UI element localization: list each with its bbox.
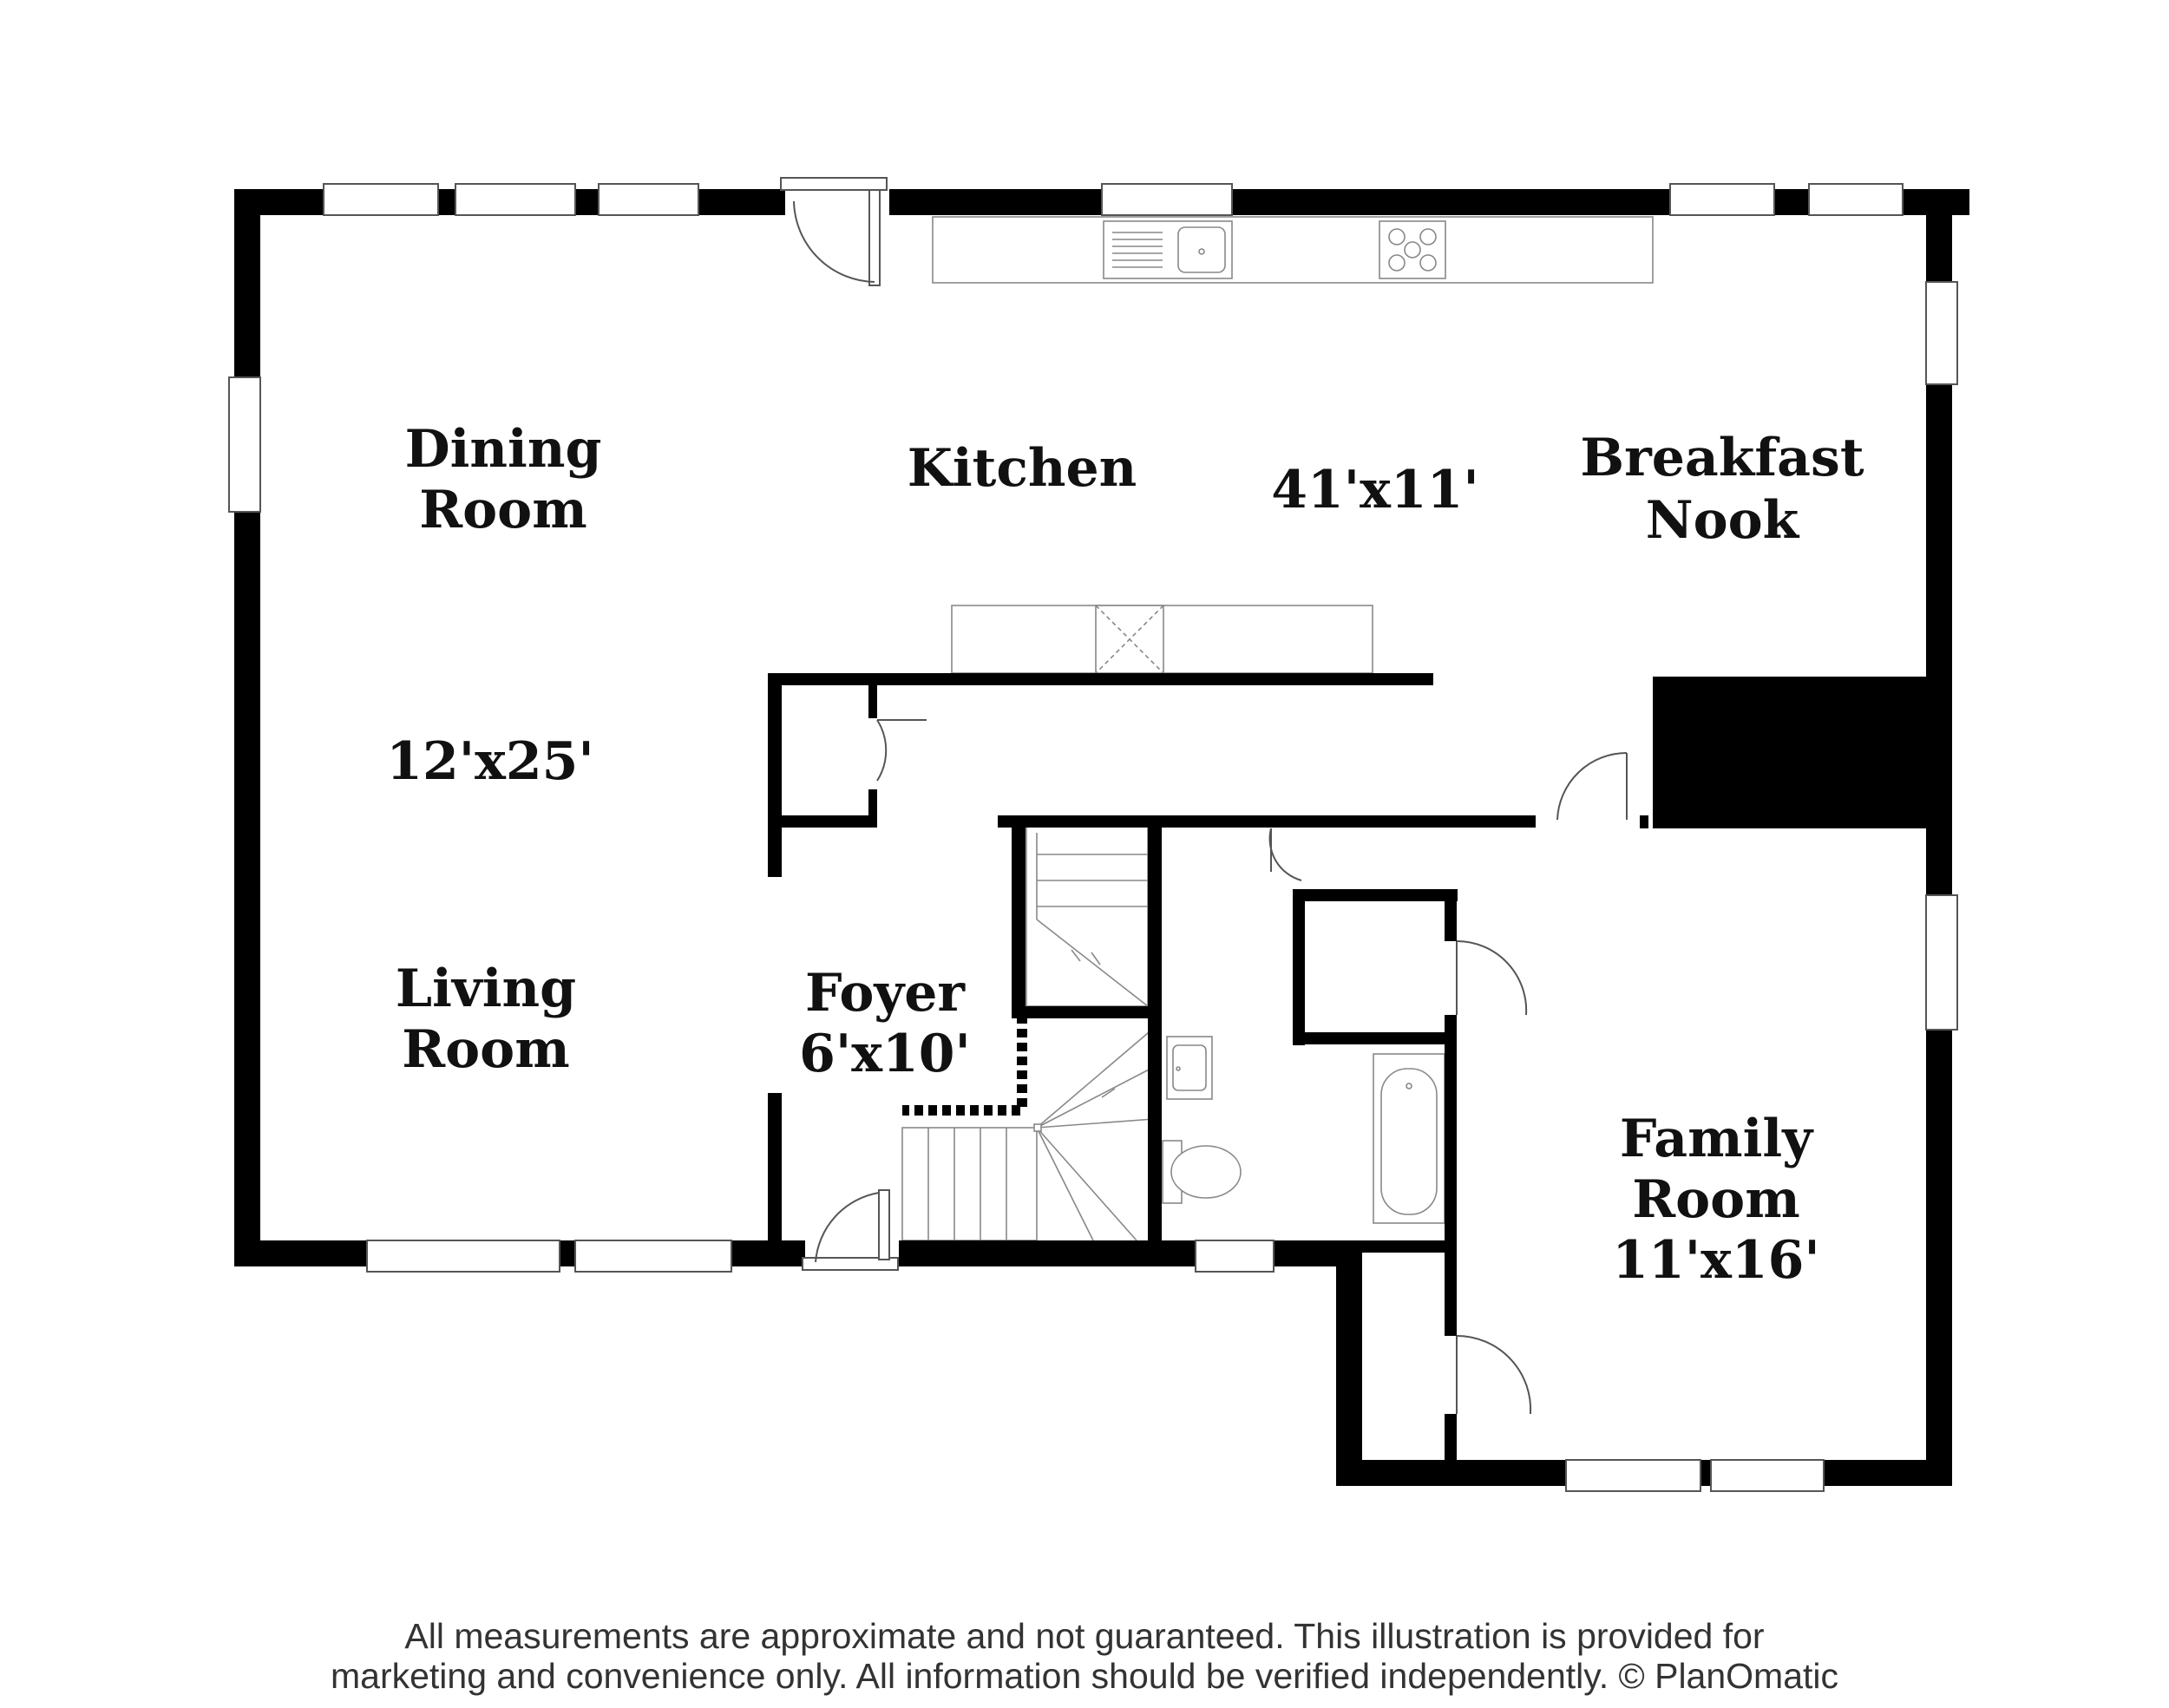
island-cooktop-icon (1095, 605, 1164, 674)
family-room-dimensions: 11'x16' (1612, 1230, 1820, 1291)
disclaimer-line-2: marketing and convenience only. All info… (330, 1656, 1838, 1696)
cooktop-icon (1379, 220, 1446, 279)
stair-railing (902, 1015, 1027, 1116)
dining-living-dimensions: 12'x25' (386, 731, 594, 792)
windows (228, 183, 1958, 1492)
breakfast-nook-label-line2: Nook (1646, 490, 1800, 551)
foyer-label: Foyer (805, 963, 966, 1024)
toilet-icon (1162, 1140, 1242, 1204)
stairs-lower (901, 1027, 1155, 1241)
foyer-dimensions: 6'x10' (799, 1024, 971, 1084)
dining-room-label-line2: Room (419, 480, 586, 540)
living-room-label-line2: Room (402, 1019, 569, 1080)
living-room-label-line1: Living (396, 959, 576, 1019)
kitchen-label: Kitchen (908, 438, 1137, 499)
kitchen-counter (932, 216, 1654, 284)
kitchen-dimensions: 41'x11' (1271, 460, 1479, 520)
family-room-label-line1: Family (1620, 1109, 1814, 1169)
breakfast-nook-label-line1: Breakfast (1580, 428, 1864, 488)
disclaimer-line-1: All measurements are approximate and not… (404, 1616, 1765, 1656)
bathroom-sink-icon (1166, 1036, 1213, 1100)
stairs-upper (1026, 819, 1149, 1007)
family-room-label-line2: Room (1632, 1169, 1799, 1230)
bathtub-icon (1373, 1053, 1445, 1224)
doors (780, 177, 1628, 1415)
dining-room-label-line1: Dining (405, 419, 602, 480)
kitchen-sink-icon (1103, 220, 1233, 279)
